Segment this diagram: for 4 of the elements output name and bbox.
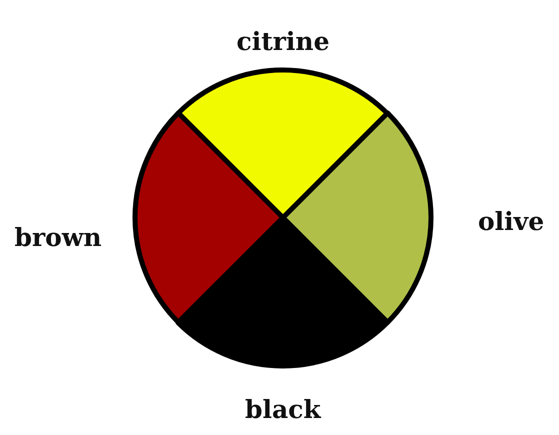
color-name-label: black [244, 395, 321, 425]
color-name-label: citrine [236, 27, 330, 57]
color-name-label: olive [478, 206, 544, 237]
color-name-label: brown [14, 222, 102, 253]
